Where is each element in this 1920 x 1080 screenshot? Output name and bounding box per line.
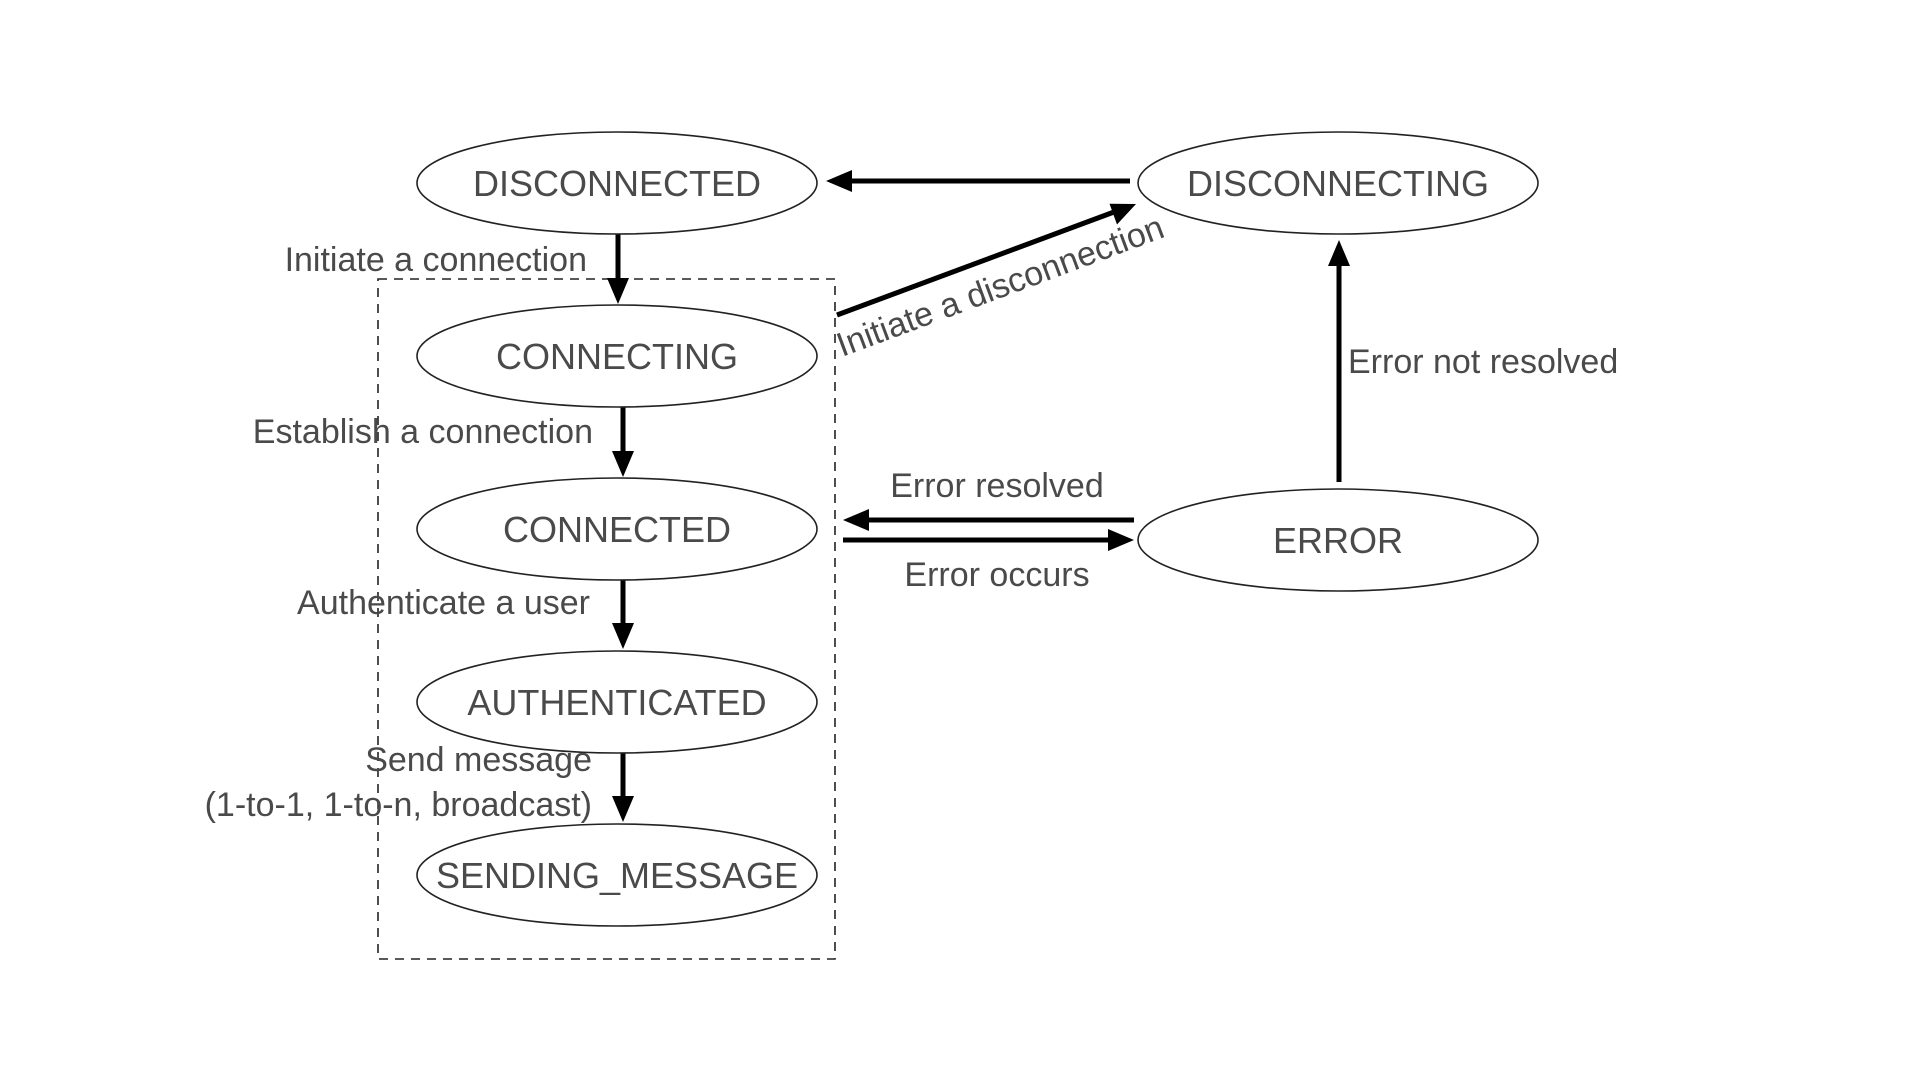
label-send-message-targets: (1-to-1, 1-to-n, broadcast) bbox=[205, 786, 592, 824]
edge-session-to-disconnecting bbox=[836, 203, 1136, 318]
edge-disconnecting-to-disconnected bbox=[826, 170, 1130, 192]
state-connected: CONNECTED bbox=[416, 477, 818, 581]
state-label: AUTHENTICATED bbox=[467, 682, 766, 723]
state-label: CONNECTING bbox=[496, 336, 738, 377]
label-authenticate-user: Authenticate a user bbox=[297, 584, 590, 622]
edge-authenticated-to-sending-message bbox=[612, 753, 634, 822]
edge-disconnected-to-connecting bbox=[607, 233, 629, 304]
label-initiate-disconnection: Initiate a disconnection bbox=[832, 208, 1169, 364]
label-send-message: Send message bbox=[365, 741, 592, 779]
label-error-not-resolved: Error not resolved bbox=[1348, 343, 1618, 381]
session-group-box bbox=[377, 278, 836, 960]
state-label: ERROR bbox=[1273, 520, 1403, 561]
label-initiate-connection: Initiate a connection bbox=[285, 241, 587, 279]
state-sending-message: SENDING_MESSAGE bbox=[416, 823, 818, 927]
edge-connected-to-authenticated bbox=[612, 580, 634, 649]
state-label: CONNECTED bbox=[503, 509, 731, 550]
state-disconnected: DISCONNECTED bbox=[416, 131, 818, 235]
label-establish-connection: Establish a connection bbox=[253, 413, 593, 451]
state-connecting: CONNECTING bbox=[416, 304, 818, 408]
edge-connecting-to-connected bbox=[612, 407, 634, 477]
state-authenticated: AUTHENTICATED bbox=[416, 650, 818, 754]
state-label: SENDING_MESSAGE bbox=[436, 855, 798, 896]
state-label: DISCONNECTED bbox=[473, 163, 761, 204]
edge-error-to-disconnecting bbox=[1328, 240, 1350, 482]
edge-connected-to-error bbox=[843, 529, 1134, 551]
state-disconnecting: DISCONNECTING bbox=[1137, 131, 1539, 235]
edge-error-to-connected bbox=[843, 509, 1134, 531]
label-error-resolved: Error resolved bbox=[890, 467, 1104, 505]
state-label: DISCONNECTING bbox=[1187, 163, 1489, 204]
state-error: ERROR bbox=[1137, 488, 1539, 592]
label-error-occurs: Error occurs bbox=[904, 556, 1089, 594]
